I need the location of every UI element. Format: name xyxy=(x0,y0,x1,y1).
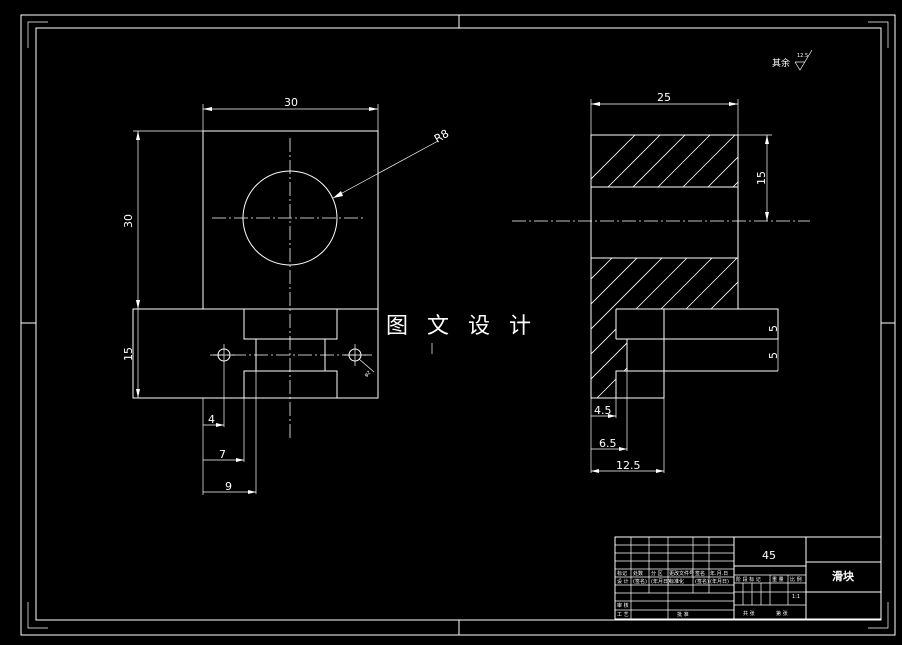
dim-hole: φ2 xyxy=(363,370,372,379)
dim-height-30: 30 xyxy=(122,214,135,228)
title-block: 标记 处数 分 区 更改文件号 签名 年.月.日 设 计 (签名) (年月日) … xyxy=(614,536,882,620)
front-view: R8 φ2 30 30 15 4 7 9 xyxy=(122,96,451,495)
svg-text:重 量: 重 量 xyxy=(772,576,784,583)
dim-offset-9: 9 xyxy=(225,480,232,493)
svg-text:标准化: 标准化 xyxy=(669,578,684,585)
sheet-border xyxy=(20,14,896,636)
svg-text:(年月日): (年月日) xyxy=(710,578,729,585)
roughness-label: 其余 xyxy=(772,57,790,69)
dim-offset-4: 4 xyxy=(208,413,215,426)
roughness-value: 12.5 xyxy=(797,53,808,59)
svg-text:审 核: 审 核 xyxy=(617,602,629,609)
title-row-labels: 标记 处数 分 区 更改文件号 签名 年.月.日 设 计 (签名) (年月日) … xyxy=(617,570,802,618)
svg-text:工 艺: 工 艺 xyxy=(617,612,629,618)
dim-radius: R8 xyxy=(432,127,451,146)
dim-upper-15: 15 xyxy=(755,171,768,185)
svg-text:(签名): (签名) xyxy=(695,578,709,585)
svg-text:共 张: 共 张 xyxy=(743,610,755,617)
svg-text:更改文件号: 更改文件号 xyxy=(669,570,694,577)
svg-text:批 准: 批 准 xyxy=(677,611,689,618)
svg-text:设 计: 设 计 xyxy=(617,578,629,585)
svg-text:第 张: 第 张 xyxy=(776,610,788,617)
dim-12-5: 12.5 xyxy=(616,459,641,472)
dim-6-5: 6.5 xyxy=(599,437,617,450)
svg-text:(年月日): (年月日) xyxy=(651,578,670,585)
svg-text:阶 段 标 记: 阶 段 标 记 xyxy=(736,576,761,583)
dim-4-5: 4.5 xyxy=(594,404,612,417)
svg-text:处数: 处数 xyxy=(633,570,643,577)
svg-text:(签名): (签名) xyxy=(633,578,647,585)
dim-width-25: 25 xyxy=(657,91,671,104)
svg-text:标记: 标记 xyxy=(617,570,627,577)
svg-text:签名: 签名 xyxy=(695,570,705,577)
dim-slot-5a: 5 xyxy=(767,325,780,332)
dim-offset-7: 7 xyxy=(219,448,226,461)
part-name: 滑块 xyxy=(832,569,855,583)
svg-text:比 例: 比 例 xyxy=(790,576,802,583)
dim-slot-5b: 5 xyxy=(767,352,780,359)
svg-text:分 区: 分 区 xyxy=(651,570,663,577)
scale-value: 1:1 xyxy=(792,594,800,600)
watermark-text: 图 文 设 计 xyxy=(386,314,537,339)
material: 45 xyxy=(762,549,776,562)
side-view: 25 15 5 5 4.5 6.5 12.5 xyxy=(512,91,810,473)
dim-width-30: 30 xyxy=(284,96,298,109)
roughness-note: 其余 12.5 xyxy=(772,49,813,71)
svg-text:年.月.日: 年.月.日 xyxy=(710,570,728,577)
dim-lower-15: 15 xyxy=(122,347,135,361)
